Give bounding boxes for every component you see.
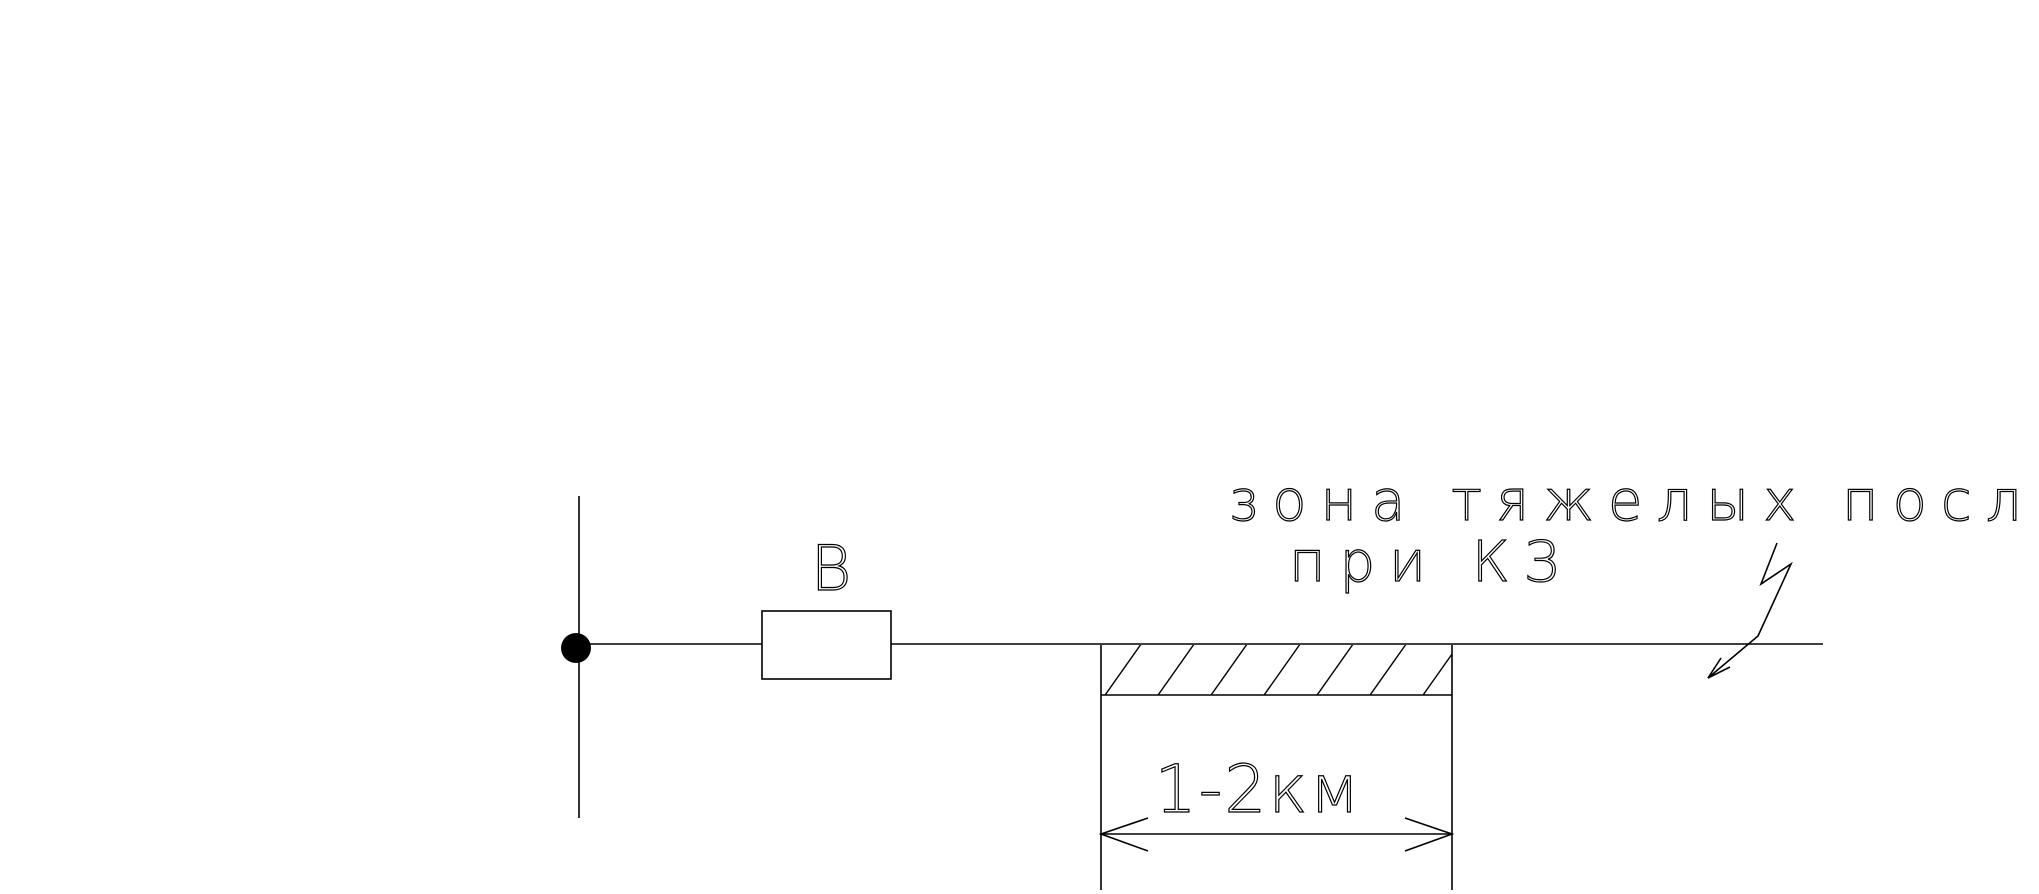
bus-node-dot — [561, 633, 591, 663]
zone-label-line-1: зона тяжелых посл — [1228, 469, 2036, 534]
dimension-label: 1-2км — [1155, 751, 1362, 828]
short-circuit-lightning-icon — [1707, 542, 1793, 679]
breaker-label: В — [811, 532, 852, 605]
breaker-symbol — [761, 610, 892, 680]
zone-label-line-2: при КЗ — [1289, 530, 1573, 595]
dimension-line — [1098, 817, 1455, 852]
heavy-fault-zone-hatch — [1100, 645, 1453, 696]
